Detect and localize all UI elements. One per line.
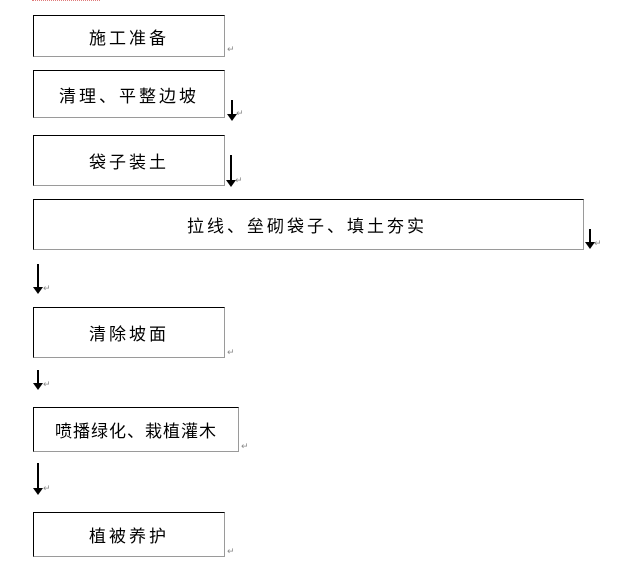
down-arrow-icon [33, 370, 43, 390]
down-arrow-icon [227, 100, 237, 121]
paragraph-mark: ↵ [227, 547, 235, 557]
step-label-4: 拉线、垒砌袋子、填土夯实 [187, 217, 427, 237]
step-box-2: 清理、平整边坡 [33, 70, 225, 118]
paragraph-mark: ↵ [227, 45, 235, 55]
step-label-1: 施工准备 [89, 28, 169, 49]
step-box-7: 植被养护 [33, 512, 225, 557]
paragraph-mark: ↵ [227, 348, 235, 358]
paragraph-mark: ↵ [594, 239, 602, 249]
step-box-3: 袋子装土 [33, 135, 225, 186]
down-arrow-icon [33, 264, 43, 294]
paragraph-mark: ↵ [236, 109, 244, 119]
step-label-6: 喷播绿化、栽植灌木 [55, 422, 217, 442]
step-box-5: 清除坡面 [33, 307, 225, 358]
paragraph-mark: ↵ [43, 380, 51, 390]
down-arrow-icon [226, 155, 236, 187]
step-label-3: 袋子装土 [89, 153, 169, 173]
paragraph-mark: ↵ [241, 442, 249, 452]
step-box-1: 施工准备 [33, 15, 225, 57]
down-arrow-icon [585, 229, 595, 249]
paragraph-mark: ↵ [43, 284, 51, 294]
top-dotted-marker [32, 0, 100, 1]
paragraph-mark: ↵ [43, 484, 51, 494]
step-label-7: 植被养护 [89, 527, 169, 547]
step-label-5: 清除坡面 [89, 325, 169, 345]
step-box-4: 拉线、垒砌袋子、填土夯实 [33, 199, 584, 250]
step-label-2: 清理、平整边坡 [59, 86, 199, 107]
down-arrow-icon [33, 463, 43, 495]
paragraph-mark: ↵ [235, 176, 243, 186]
step-box-6: 喷播绿化、栽植灌木 [33, 407, 239, 452]
